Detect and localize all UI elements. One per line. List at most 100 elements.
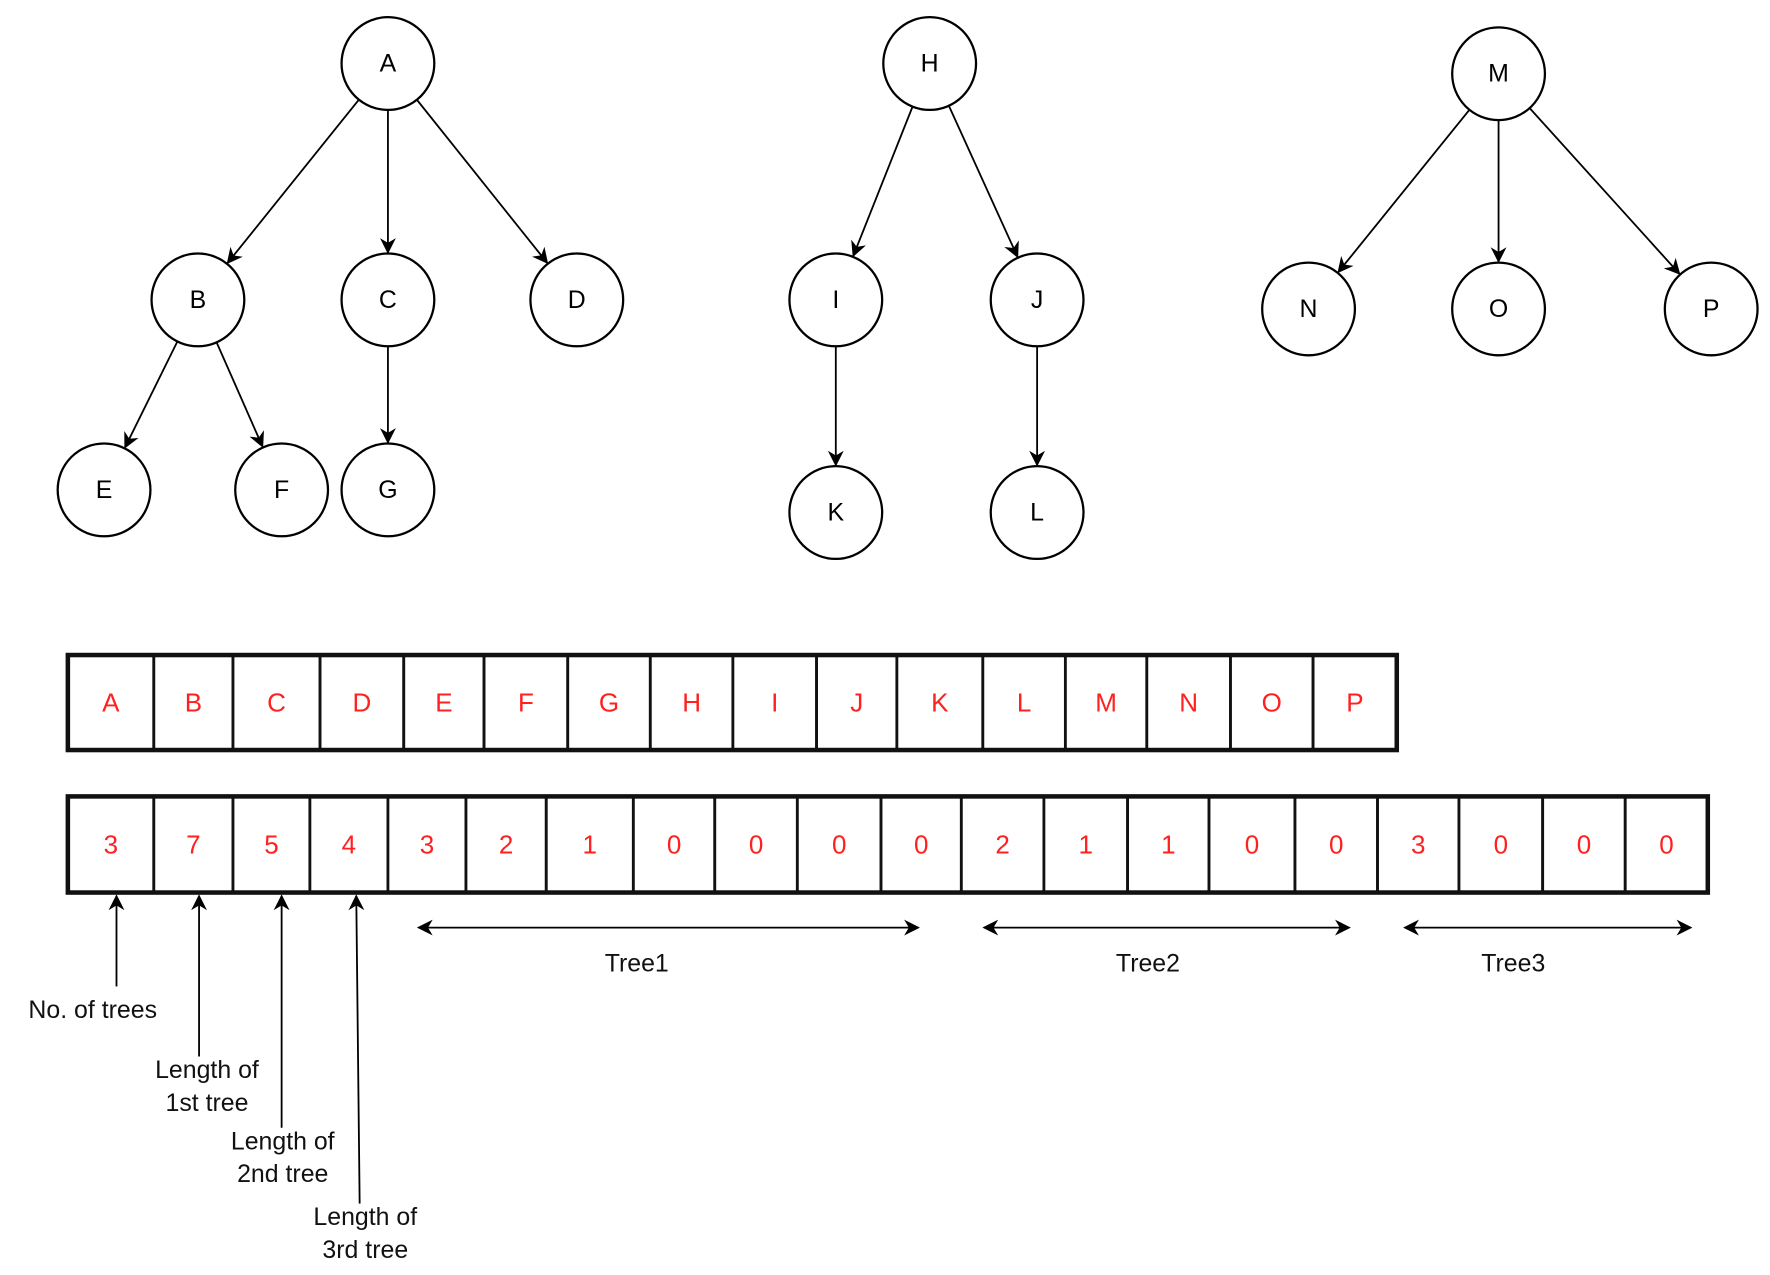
array-cell: B	[152, 653, 235, 752]
array-cell: E	[402, 653, 486, 752]
node-label: E	[96, 476, 113, 504]
node-label: N	[1300, 295, 1318, 323]
tree-node-O: O	[1451, 261, 1547, 357]
array-cell: N	[1145, 653, 1232, 752]
array-cell: I	[731, 653, 818, 752]
pointer-label: No. of trees	[28, 996, 157, 1024]
node-label: P	[1703, 295, 1720, 323]
node-label: F	[274, 476, 289, 504]
tree-node-D: D	[529, 252, 625, 348]
cell-value: 0	[832, 829, 846, 859]
tree-nodes: A B C D E F G H I J K L M N O P	[56, 16, 1759, 561]
pointer-2: Length of 1st tree	[155, 894, 259, 1117]
cell-value: J	[850, 688, 863, 718]
edge-H-J	[948, 105, 1019, 259]
array-cell: 4	[308, 794, 390, 894]
cell-value: 3	[104, 829, 118, 859]
cell-value: L	[1017, 688, 1031, 718]
span-tree2: Tree2	[982, 919, 1351, 978]
cell-value: 0	[1494, 829, 1508, 859]
span-label: Tree3	[1481, 950, 1545, 978]
node-label: A	[380, 50, 397, 78]
array-cell: K	[895, 653, 985, 752]
array-cell: 1	[1042, 794, 1130, 894]
cell-value: 7	[186, 829, 200, 859]
cell-value: 5	[264, 829, 278, 859]
array-cell: 7	[152, 794, 235, 894]
tree-node-H: H	[882, 16, 978, 112]
cell-value: O	[1262, 688, 1282, 718]
array-cell: 0	[879, 794, 963, 894]
array-cell: G	[566, 653, 652, 752]
edge-B-E	[124, 341, 179, 449]
array-cell: 3	[386, 794, 468, 894]
node-label: J	[1031, 286, 1043, 314]
tree-node-K: K	[788, 465, 884, 561]
edge-H-I	[851, 106, 914, 258]
cell-value: 0	[1329, 829, 1343, 859]
array-cell: 0	[1623, 794, 1710, 894]
cell-value: P	[1346, 688, 1363, 718]
cell-value: 1	[1161, 829, 1175, 859]
tree-node-E: E	[56, 442, 152, 538]
pointer-label: Length of	[231, 1127, 335, 1155]
tree-node-L: L	[989, 465, 1085, 561]
cell-value: H	[682, 688, 701, 718]
span-label: Tree1	[605, 950, 669, 978]
edge-A-D	[416, 99, 549, 265]
cell-value: I	[771, 688, 778, 718]
array-cell: P	[1311, 653, 1399, 752]
cell-value: C	[267, 688, 286, 718]
cell-value: 4	[342, 829, 356, 859]
span-tree3: Tree3	[1403, 919, 1693, 978]
edge-B-F	[215, 341, 264, 448]
pointer-label: 2nd tree	[237, 1160, 328, 1188]
cell-value: 0	[914, 829, 928, 859]
array-cell: 0	[1293, 794, 1379, 894]
tree-edges	[124, 99, 1681, 467]
cell-value: F	[518, 688, 534, 718]
node-label: M	[1488, 60, 1509, 88]
array-cell: 0	[713, 794, 799, 894]
tree-node-C: C	[340, 252, 436, 348]
cell-value: M	[1095, 688, 1117, 718]
array-cell: 0	[1207, 794, 1297, 894]
array-cell: D	[318, 653, 406, 752]
array-cell: 1	[1126, 794, 1211, 894]
edge-M-N	[1337, 109, 1471, 274]
array-cell: 2	[959, 794, 1046, 894]
cell-value: 0	[1659, 829, 1673, 859]
node-label: D	[568, 286, 586, 314]
cell-value: 3	[1411, 829, 1425, 859]
node-label: H	[921, 50, 939, 78]
edge-A-B	[226, 99, 360, 265]
tree-node-I: I	[788, 252, 884, 348]
array-cell: C	[231, 653, 322, 752]
array-cell: 3	[1376, 794, 1461, 894]
cell-value: E	[435, 688, 452, 718]
tree-node-P: P	[1663, 261, 1759, 357]
cell-value: N	[1179, 688, 1198, 718]
node-label: L	[1030, 499, 1044, 527]
node-label: B	[190, 286, 207, 314]
array-cell: L	[981, 653, 1067, 752]
cell-value: 3	[420, 829, 434, 859]
pointer-label: 1st tree	[165, 1089, 248, 1117]
span-tree1: Tree1	[416, 919, 920, 978]
node-label: O	[1489, 295, 1508, 323]
tree-node-M: M	[1451, 26, 1547, 122]
pointer-label: Length of	[155, 1056, 259, 1084]
pointer-1: No. of trees	[28, 894, 157, 1024]
cell-value: 2	[995, 829, 1009, 859]
cell-value: 0	[1245, 829, 1259, 859]
node-label: G	[378, 476, 397, 504]
pointer-label: Length of	[313, 1203, 417, 1231]
array-cell: H	[648, 653, 735, 752]
tree-node-A: A	[340, 16, 436, 112]
array-cell: F	[482, 653, 570, 752]
node-label: K	[828, 499, 845, 527]
